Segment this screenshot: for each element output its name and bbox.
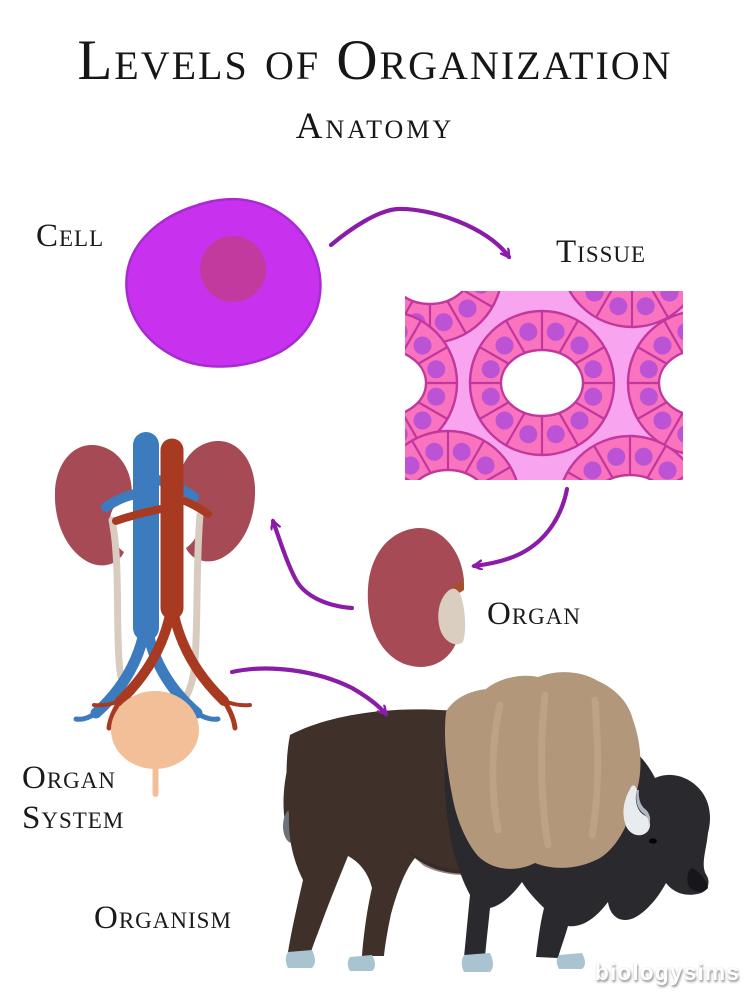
arrow-organ-system-to-organism [229,666,389,714]
organ-system-label-line2: System [22,800,125,837]
organism-illustration [283,672,710,972]
arrow-cell-to-tissue [328,206,512,257]
organ-system-illustration [54,432,256,797]
arrow-organ-to-organ-system [273,521,355,611]
left-kidney [54,445,132,566]
organ-system-label: Organ System [22,758,124,839]
arrow-tissue-to-organ [474,486,570,566]
kidney-hilum [438,588,466,645]
organ-system-label-line1: Organ [22,760,117,796]
right-kidney [178,441,256,562]
page-subtitle: Anatomy [295,106,455,147]
cell-nucleus [200,236,266,302]
organism-label: Organism [94,900,232,936]
organ-illustration [367,527,466,667]
kidney-body [367,527,464,667]
cell-label: Cell [36,218,105,254]
watermark: biologysims [594,959,740,985]
page-title: Levels of Organization [77,29,673,92]
cell-illustration [125,197,322,368]
bison-nose [687,868,708,892]
organ-label: Organ [487,596,582,632]
bison-eye [649,838,657,844]
bison-horn [623,785,651,836]
tissue-illustration [405,291,683,480]
bison-hooves [285,950,585,972]
tissue-label: Tissue [556,234,647,270]
bladder [111,691,199,797]
